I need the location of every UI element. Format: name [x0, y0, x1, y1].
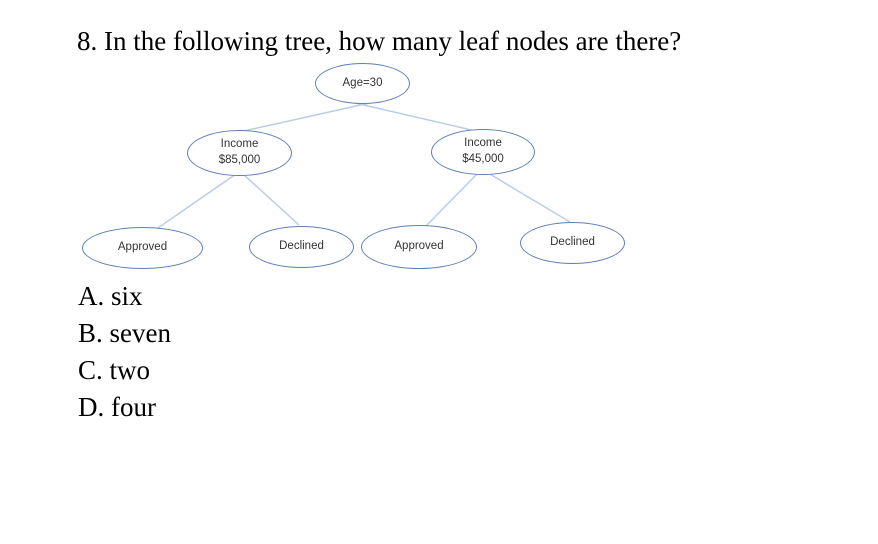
node-label: Approved	[117, 241, 168, 254]
edge-root-to-right-child	[350, 101, 477, 132]
edge-rightchild-to-leaf3	[425, 172, 479, 227]
tree-node-income-right: Income $45,000	[431, 129, 535, 175]
answer-options: A. six B. seven C. two D. four	[78, 278, 171, 426]
node-label: Approved	[394, 240, 444, 253]
node-label: Income $85,000	[218, 138, 261, 166]
question-title: 8. In the following tree, how many leaf …	[77, 26, 682, 56]
option-d: D. four	[78, 392, 156, 422]
tree-node-root: Age=30	[315, 63, 410, 104]
tree-leaf-declined-1: Declined	[249, 226, 354, 268]
option-a: A. six	[78, 281, 143, 311]
node-label: Income $45,000	[462, 137, 504, 165]
edge-leftchild-to-leaf1	[154, 173, 237, 231]
tree-leaf-approved-2: Approved	[361, 225, 477, 269]
node-label: Age=30	[342, 76, 383, 89]
option-c: C. two	[78, 355, 151, 385]
tree-leaf-approved-1: Approved	[82, 227, 203, 269]
node-label: Declined	[550, 236, 595, 249]
tree-node-income-left: Income $85,000	[187, 130, 292, 176]
tree-leaf-declined-2: Declined	[520, 222, 625, 264]
edge-rightchild-to-leaf4	[487, 172, 571, 223]
edge-root-to-left-child	[234, 101, 375, 134]
node-label: Declined	[279, 240, 324, 253]
option-b: B. seven	[78, 318, 171, 348]
edge-leftchild-to-leaf2	[242, 173, 300, 226]
